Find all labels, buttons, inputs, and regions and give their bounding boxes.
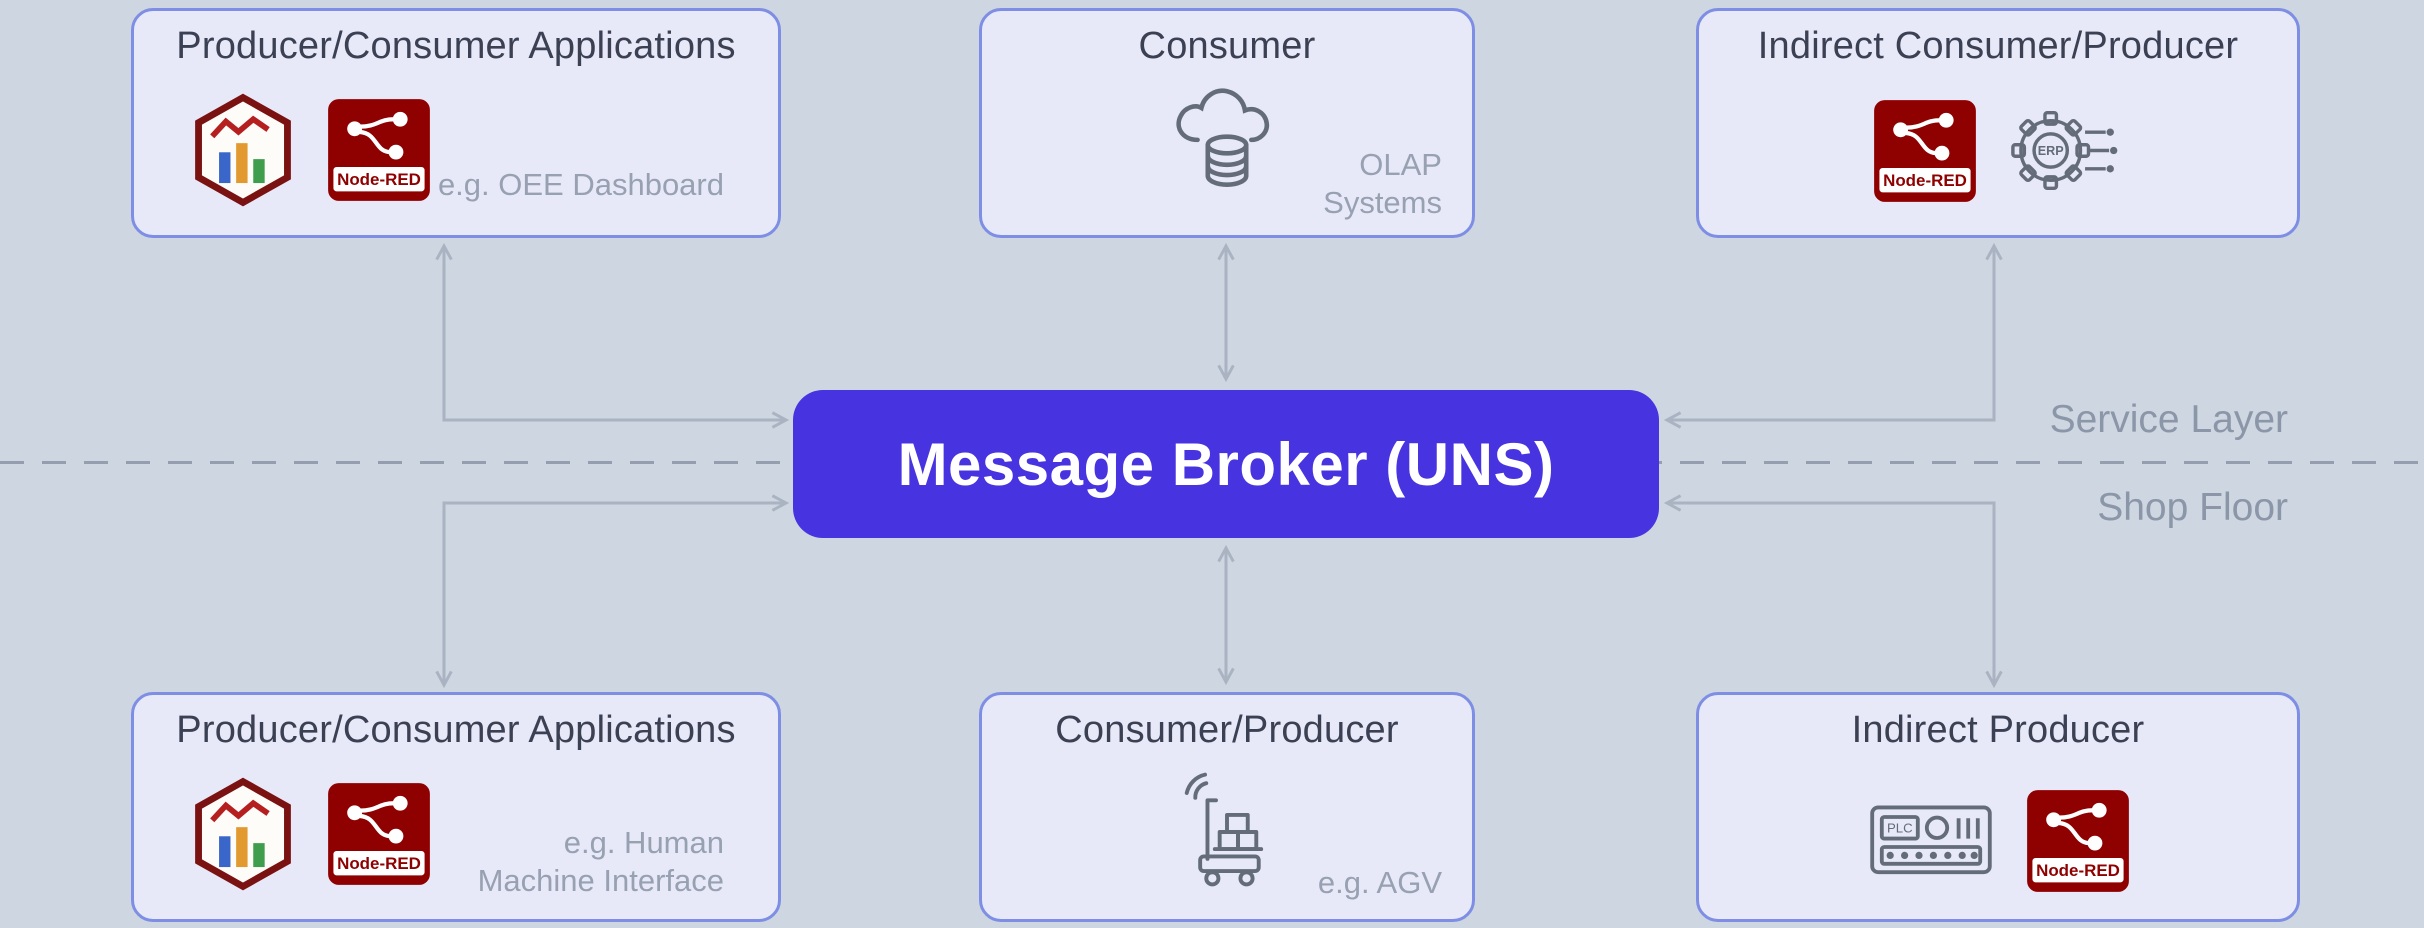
node-red-icon: Node-RED — [328, 99, 430, 201]
node-consumer-producer: Consumer/Producer e.g. AGV — [979, 692, 1475, 922]
node-indirect-producer: Indirect Producer PLC — [1696, 692, 2300, 922]
svg-text:ERP: ERP — [2038, 144, 2064, 158]
node-red-icon: Node-RED — [2027, 790, 2129, 892]
icon-row: Node-RED ERP — [1872, 93, 2124, 208]
node-note: e.g. AGV — [1317, 865, 1442, 901]
cloud-database-icon — [1176, 88, 1270, 187]
node-note: e.g. Human Machine Interface — [477, 824, 724, 899]
icon-row — [1166, 771, 1288, 893]
node-note: e.g. OEE Dashboard — [437, 167, 724, 203]
node-title: Consumer/Producer — [1055, 709, 1399, 751]
node-title: Indirect Consumer/Producer — [1757, 25, 2239, 67]
shop-floor-label: Shop Floor — [2097, 486, 2288, 529]
node-note: OLAP Systems — [1323, 146, 1442, 221]
connector-bottom-right-broker — [1663, 494, 2003, 689]
node-title: Consumer — [1138, 25, 1316, 67]
icon-row — [1163, 81, 1291, 209]
node-red-icon: Node-RED — [1874, 99, 1976, 202]
plc-device-icon: PLC — [1870, 805, 1992, 875]
message-broker-label: Message Broker (UNS) — [897, 430, 1555, 498]
node-indirect-consumer-producer: Indirect Consumer/Producer Node-RED — [1696, 8, 2300, 238]
svg-text:Node-RED: Node-RED — [337, 170, 421, 189]
node-title: Producer/Consumer Applications — [176, 709, 736, 751]
icon-row: PLC Node-RED — [1865, 781, 2131, 901]
icon-row: Node-RED — [186, 777, 432, 891]
connector-top-left-broker — [435, 242, 790, 429]
connector-top-right-broker — [1663, 242, 2003, 429]
svg-text:Node-RED: Node-RED — [2036, 861, 2120, 880]
message-broker-node: Message Broker (UNS) — [793, 390, 1659, 538]
dashboard-hexagon-icon — [195, 93, 291, 207]
node-producer-consumer-apps-bottom: Producer/Consumer Applications Node-RED … — [131, 692, 781, 922]
svg-text:Node-RED: Node-RED — [1883, 170, 1967, 189]
icon-row: Node-RED — [186, 93, 432, 207]
svg-text:Node-RED: Node-RED — [337, 854, 421, 873]
connector-bottom-left-broker — [435, 494, 790, 689]
agv-robot-icon — [1184, 772, 1264, 887]
node-producer-consumer-apps-top: Producer/Consumer Applications Node-RED … — [131, 8, 781, 238]
erp-gear-icon: ERP — [2011, 110, 2118, 191]
node-consumer: Consumer OLAP Systems — [979, 8, 1475, 238]
node-title: Producer/Consumer Applications — [176, 25, 736, 67]
svg-text:PLC: PLC — [1887, 821, 1913, 836]
service-layer-label: Service Layer — [2049, 398, 2288, 441]
node-title: Indirect Producer — [1851, 709, 2145, 751]
node-red-icon: Node-RED — [328, 783, 430, 885]
dashboard-hexagon-icon — [195, 777, 291, 891]
